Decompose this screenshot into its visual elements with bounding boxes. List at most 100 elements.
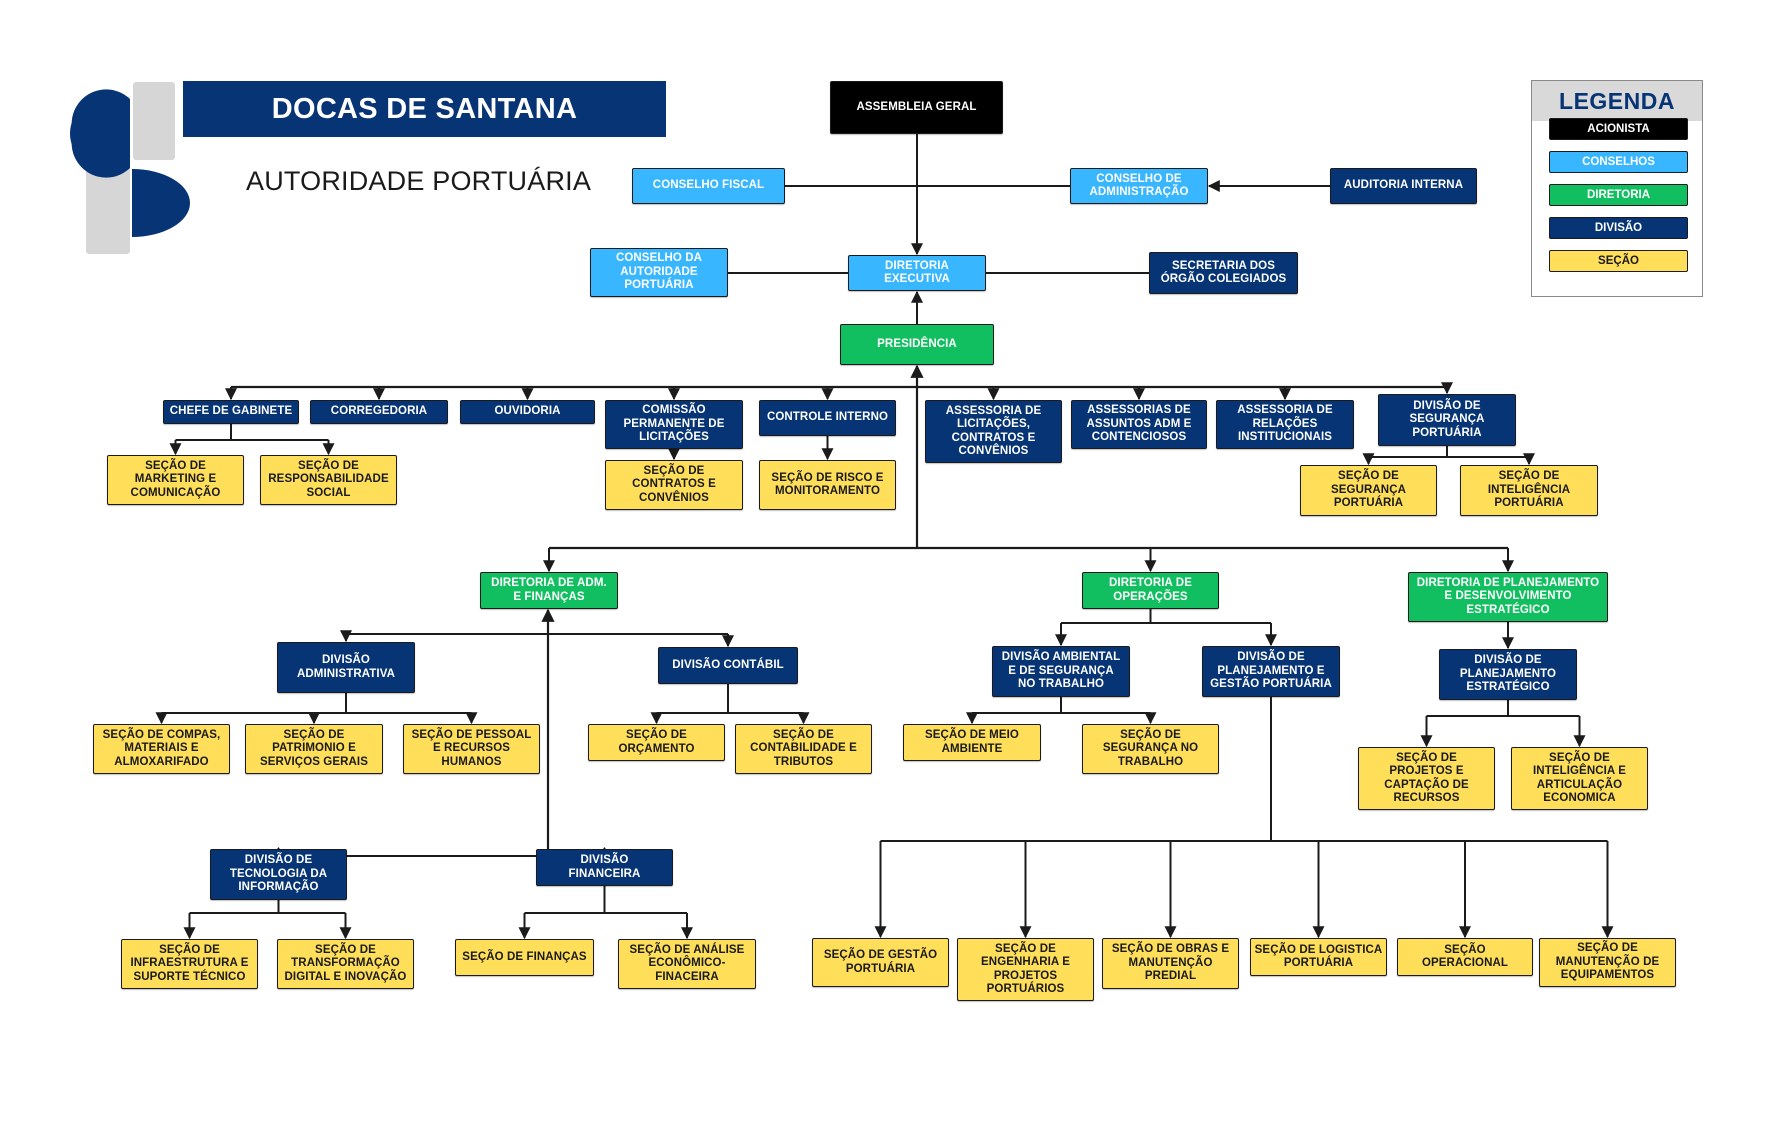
node-label: DIVISÃO ADMINISTRATIVA [296, 654, 396, 680]
node-secao-meio-ambiente[interactable]: SEÇÃO DE MEIO AMBIENTE [903, 724, 1041, 761]
node-assessorias-assuntos-adm[interactable]: ASSESSORIAS DE ASSUNTOS ADM E CONTENCIOS… [1071, 400, 1207, 449]
node-secao-logistica-portuaria[interactable]: SEÇÃO DE LOGISTICA PORTUÁRIA [1250, 938, 1387, 976]
node-label: SEÇÃO DE OBRAS E MANUTENÇÃO PREDIAL [1111, 943, 1230, 983]
node-secao-obras-manutencao-predial[interactable]: SEÇÃO DE OBRAS E MANUTENÇÃO PREDIAL [1102, 938, 1239, 989]
node-secao-financas[interactable]: SEÇÃO DE FINANÇAS [455, 939, 594, 976]
node-divisao-ambiental-seguranca-trabalho[interactable]: DIVISÃO AMBIENTAL E DE SEGURANÇA NO TRAB… [992, 646, 1130, 697]
node-conselho-autoridade-portuaria[interactable]: CONSELHO DA AUTORIDADE PORTUÁRIA [590, 248, 728, 297]
node-label: SEÇÃO DE MARKETING E COMUNICAÇÃO [130, 459, 221, 499]
node-divisao-administrativa[interactable]: DIVISÃO ADMINISTRATIVA [277, 642, 415, 693]
node-label: SEÇÃO DE INFRAESTRUTURA E SUPORTE TÉCNIC… [130, 943, 249, 983]
node-secao-gestao-portuaria[interactable]: SEÇÃO DE GESTÃO PORTUÁRIA [812, 938, 949, 987]
node-diretoria-adm-financas[interactable]: DIRETORIA DE ADM. E FINANÇAS [480, 572, 618, 609]
legend-label: DIVISÃO [1594, 222, 1643, 234]
node-secao-inteligencia-articulacao[interactable]: SEÇÃO DE INTELIGÊNCIA E ARTICULAÇÃO ECON… [1511, 747, 1648, 810]
node-label: SEÇÃO DE ORÇAMENTO [618, 729, 695, 755]
node-divisao-seguranca-portuaria[interactable]: DIVISÃO DE SEGURANÇA PORTUÁRIA [1378, 394, 1516, 446]
node-label: SEÇÃO DE GESTÃO PORTUÁRIA [823, 949, 938, 975]
node-label: CONSELHO FISCAL [652, 179, 765, 192]
node-diretoria-operacoes[interactable]: DIRETORIA DE OPERAÇÕES [1082, 572, 1219, 609]
node-secao-pessoal-rh[interactable]: SEÇÃO DE PESSOAL E RECURSOS HUMANOS [403, 724, 540, 774]
node-assessoria-relacoes-institucionais[interactable]: ASSESSORIA DE RELAÇÕES INSTITUCIONAIS [1216, 400, 1354, 449]
node-label: DIRETORIA EXECUTIVA [884, 259, 950, 285]
node-conselho-administracao[interactable]: CONSELHO DE ADMINISTRAÇÃO [1070, 168, 1208, 204]
node-label: COMISSÃO PERMANENTE DE LICITAÇÕES [623, 404, 725, 444]
legend-item-diretoria: DIRETORIA [1549, 184, 1688, 206]
node-secao-operacional[interactable]: SEÇÃO OPERACIONAL [1397, 938, 1533, 976]
node-label: SEÇÃO DE SEGURANÇA NO TRABALHO [1102, 728, 1199, 768]
node-secao-manutencao-equipamentos[interactable]: SEÇÃO DE MANUTENÇÃO DE EQUIPAMENTOS [1539, 938, 1676, 987]
node-label: DIVISÃO DE PLANEJAMENTO ESTRATÉGICO [1459, 654, 1557, 694]
node-assessoria-licitacoes[interactable]: ASSESSORIA DE LICITAÇÕES, CONTRATOS E CO… [925, 400, 1062, 463]
node-secao-responsabilidade-social[interactable]: SEÇÃO DE RESPONSABILIDADE SOCIAL [260, 455, 397, 505]
node-secao-engenharia-projetos[interactable]: SEÇÃO DE ENGENHARIA E PROJETOS PORTUÁRIO… [957, 938, 1094, 1001]
node-ouvidoria[interactable]: OUVIDORIA [460, 400, 595, 424]
node-label: SEÇÃO DE INTELIGÊNCIA PORTUÁRIA [1487, 470, 1571, 510]
node-divisao-ti[interactable]: DIVISÃO DE TECNOLOGIA DA INFORMAÇÃO [210, 849, 347, 900]
legend-label: CONSELHOS [1582, 156, 1655, 168]
node-secao-projetos-captacao[interactable]: SEÇÃO DE PROJETOS E CAPTAÇÃO DE RECURSOS [1358, 747, 1495, 810]
node-label: DIVISÃO CONTÁBIL [672, 658, 784, 671]
node-corregedoria[interactable]: CORREGEDORIA [310, 400, 448, 424]
node-secao-risco-monitoramento[interactable]: SEÇÃO DE RISCO E MONITORAMENTO [759, 460, 896, 510]
node-secao-transformacao-digital[interactable]: SEÇÃO DE TRANSFORMAÇÃO DIGITAL E INOVAÇÃ… [277, 939, 414, 989]
node-label: CORREGEDORIA [330, 405, 428, 418]
node-secretaria-orgaos-colegiados[interactable]: SECRETARIA DOS ÓRGÃO COLEGIADOS [1149, 252, 1298, 294]
node-divisao-planejamento-gestao-portuaria[interactable]: DIVISÃO DE PLANEJAMENTO E GESTÃO PORTUÁR… [1202, 646, 1340, 697]
node-label: CONSELHO DE ADMINISTRAÇÃO [1089, 172, 1189, 198]
node-secao-seguranca-portuaria[interactable]: SEÇÃO DE SEGURANÇA PORTUÁRIA [1300, 465, 1437, 516]
node-assembleia-geral[interactable]: ASSEMBLEIA GERAL [830, 81, 1003, 134]
node-label: CHEFE DE GABINETE [169, 405, 293, 418]
node-label: CONSELHO DA AUTORIDADE PORTUÁRIA [615, 252, 703, 292]
node-label: ASSEMBLEIA GERAL [856, 100, 977, 113]
node-label: ASSESSORIAS DE ASSUNTOS ADM E CONTENCIOS… [1086, 404, 1192, 444]
node-secao-seguranca-trabalho[interactable]: SEÇÃO DE SEGURANÇA NO TRABALHO [1082, 724, 1219, 774]
node-secao-analise-economico-financeira[interactable]: SEÇÃO DE ANÁLISE ECONÔMICO- FINACEIRA [618, 939, 756, 989]
node-label: SEÇÃO DE CONTRATOS E CONVÊNIOS [632, 464, 716, 504]
node-label: ASSESSORIA DE LICITAÇÕES, CONTRATOS E CO… [945, 404, 1042, 457]
node-label: SEÇÃO DE COMPAS, MATERIAIS E ALMOXARIFAD… [102, 728, 221, 768]
legend-label: ACIONISTA [1587, 123, 1650, 135]
node-label: SECRETARIA DOS ÓRGÃO COLEGIADOS [1160, 259, 1287, 285]
node-diretoria-executiva[interactable]: DIRETORIA EXECUTIVA [848, 255, 986, 291]
node-label: CONTROLE INTERNO [766, 411, 889, 424]
node-comissao-licitacoes[interactable]: COMISSÃO PERMANENTE DE LICITAÇÕES [605, 400, 743, 449]
company-title: DOCAS DE SANTANA [271, 92, 578, 125]
node-controle-interno[interactable]: CONTROLE INTERNO [759, 400, 896, 436]
node-label: SEÇÃO DE PATRIMONIO E SERVIÇOS GERAIS [259, 728, 368, 768]
node-secao-contratos-convenios[interactable]: SEÇÃO DE CONTRATOS E CONVÊNIOS [605, 460, 743, 510]
node-secao-marketing[interactable]: SEÇÃO DE MARKETING E COMUNICAÇÃO [107, 455, 244, 505]
node-secao-patrimonio[interactable]: SEÇÃO DE PATRIMONIO E SERVIÇOS GERAIS [245, 724, 383, 774]
node-label: PRESIDÊNCIA [877, 337, 957, 350]
legend-label: SEÇÃO [1598, 255, 1639, 267]
node-label: SEÇÃO DE ENGENHARIA E PROJETOS PORTUÁRIO… [981, 942, 1070, 995]
node-chefe-gabinete[interactable]: CHEFE DE GABINETE [163, 400, 299, 424]
node-secao-infraestrutura[interactable]: SEÇÃO DE INFRAESTRUTURA E SUPORTE TÉCNIC… [121, 939, 258, 989]
node-label: ASSESSORIA DE RELAÇÕES INSTITUCIONAIS [1237, 404, 1333, 444]
docas-logo [70, 82, 190, 254]
node-conselho-fiscal[interactable]: CONSELHO FISCAL [632, 168, 785, 204]
node-presidencia[interactable]: PRESIDÊNCIA [840, 324, 994, 365]
node-label: DIVISÃO AMBIENTAL E DE SEGURANÇA NO TRAB… [1001, 651, 1121, 691]
node-label: SEÇÃO DE PROJETOS E CAPTAÇÃO DE RECURSOS [1384, 751, 1469, 804]
node-auditoria-interna[interactable]: AUDITORIA INTERNA [1330, 168, 1477, 204]
node-label: DIVISÃO DE SEGURANÇA PORTUÁRIA [1409, 399, 1485, 439]
node-label: DIVISÃO DE TECNOLOGIA DA INFORMAÇÃO [229, 854, 328, 894]
node-label: SEÇÃO DE CONTABILIDADE E TRIBUTOS [750, 728, 857, 768]
node-secao-contabilidade-tributos[interactable]: SEÇÃO DE CONTABILIDADE E TRIBUTOS [735, 724, 872, 774]
node-divisao-contabil[interactable]: DIVISÃO CONTÁBIL [658, 647, 798, 684]
node-secao-compras-materiais[interactable]: SEÇÃO DE COMPAS, MATERIAIS E ALMOXARIFAD… [93, 724, 230, 774]
node-diretoria-planejamento[interactable]: DIRETORIA DE PLANEJAMENTO E DESENVOLVIME… [1408, 572, 1608, 622]
node-label: SEÇÃO DE ANÁLISE ECONÔMICO- FINACEIRA [629, 943, 745, 983]
legend: LEGENDA ACIONISTA CONSELHOS DIRETORIA DI… [1531, 80, 1703, 297]
node-secao-orcamento[interactable]: SEÇÃO DE ORÇAMENTO [588, 724, 725, 761]
company-title-banner: DOCAS DE SANTANA [183, 81, 666, 137]
node-secao-inteligencia-portuaria[interactable]: SEÇÃO DE INTELIGÊNCIA PORTUÁRIA [1460, 465, 1598, 516]
legend-item-acionista: ACIONISTA [1549, 118, 1688, 140]
legend-title: LEGENDA [1532, 81, 1702, 121]
node-label: OUVIDORIA [494, 405, 561, 418]
node-label: SEÇÃO DE MEIO AMBIENTE [925, 729, 1019, 755]
node-divisao-financeira[interactable]: DIVISÃO FINANCEIRA [536, 849, 673, 886]
node-divisao-planejamento-estrategico[interactable]: DIVISÃO DE PLANEJAMENTO ESTRATÉGICO [1439, 649, 1577, 700]
